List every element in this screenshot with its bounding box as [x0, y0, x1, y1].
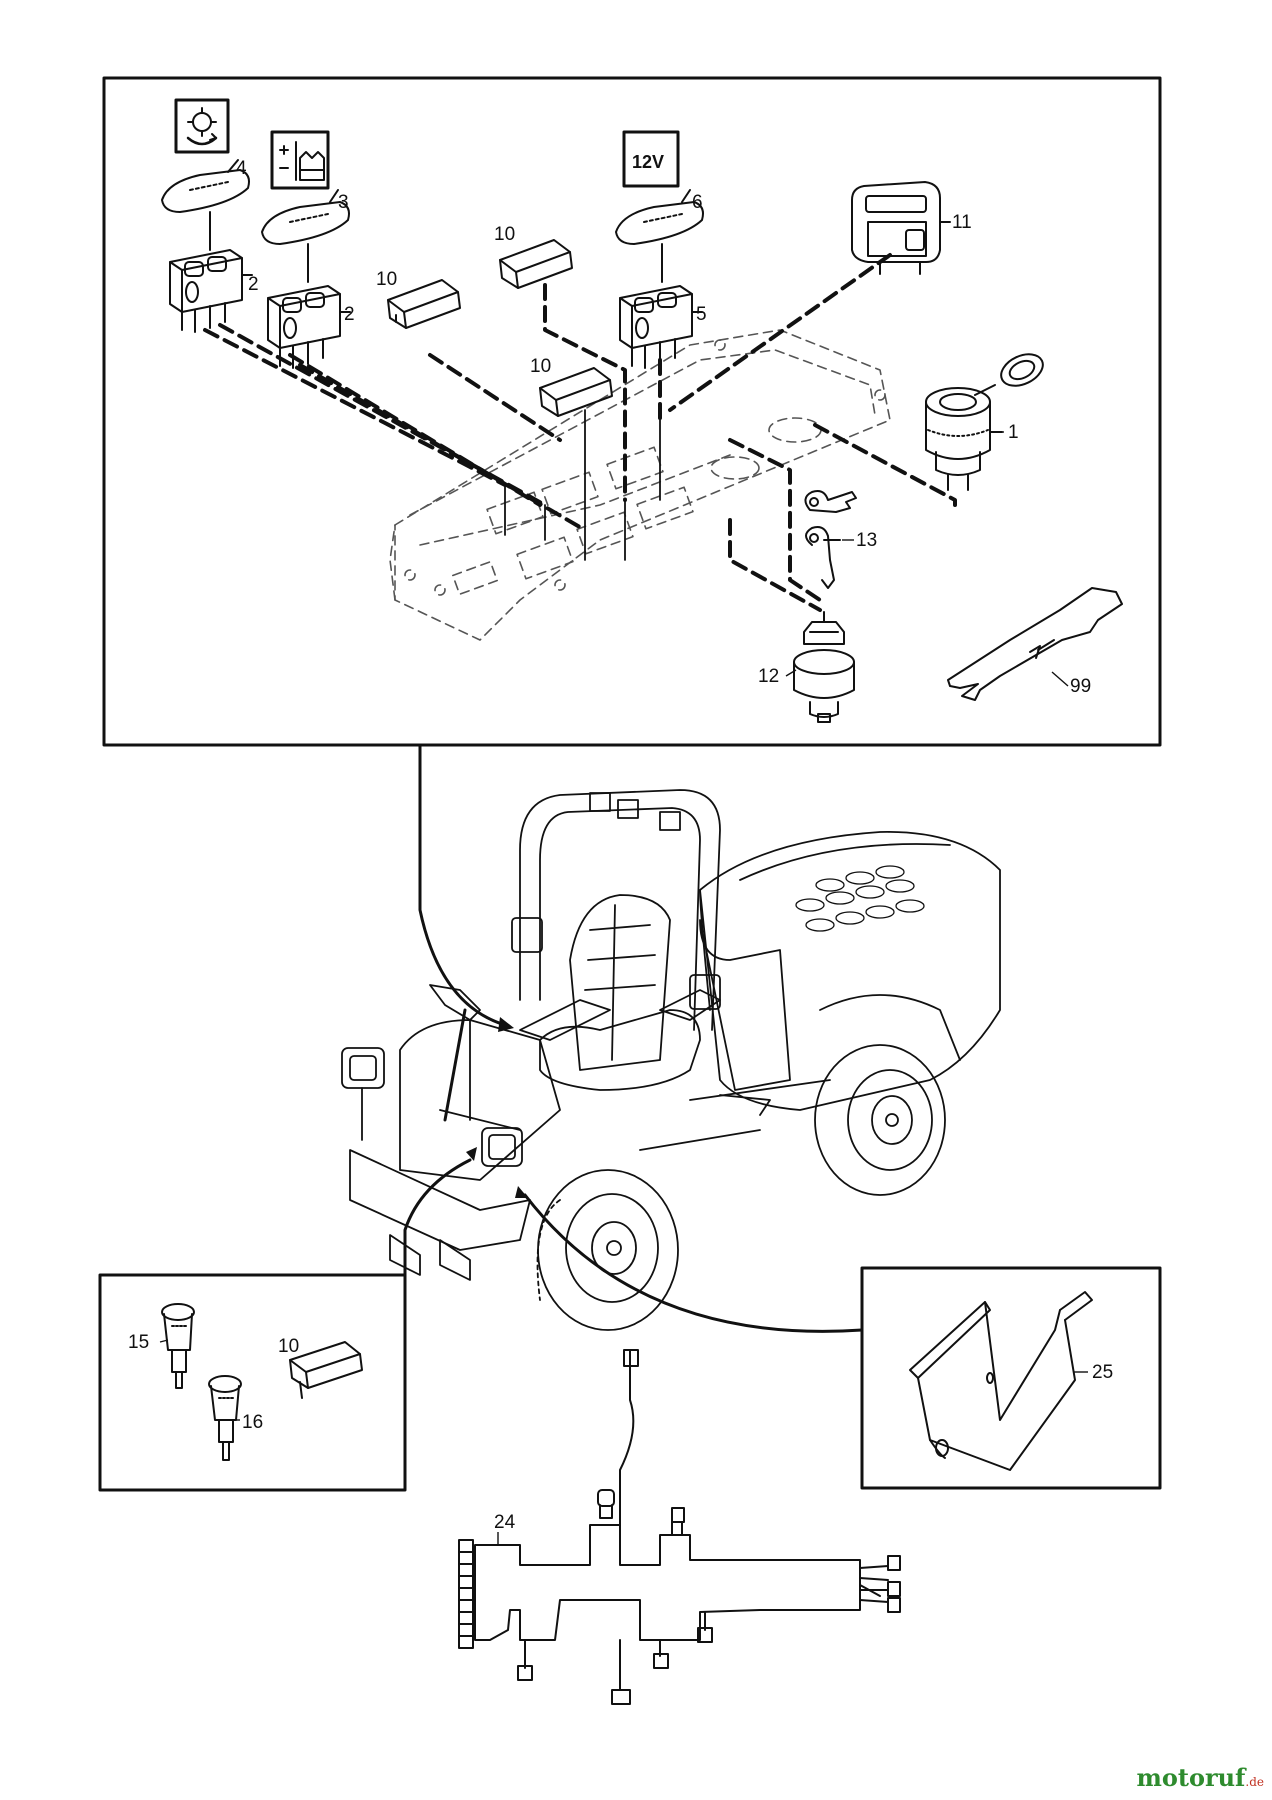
callout-10-b: 10 — [494, 224, 515, 245]
hydraulic-float-icon — [270, 130, 330, 190]
switch-connector-lines — [203, 253, 957, 612]
callout-12: 12 — [758, 666, 779, 687]
blanking-cover-part10-b — [499, 239, 573, 289]
indicator-lamps-detail-frame — [98, 1273, 407, 1492]
blanking-cover-part10-c — [539, 367, 613, 417]
callout-10-a: 10 — [376, 269, 397, 290]
part-number-labels: 12V 1 2 2 3 4 5 6 10 10 10 11 12 13 99 1… — [128, 152, 1113, 1533]
callout-25: 25 — [1092, 1362, 1113, 1383]
callout-2-right: 2 — [344, 304, 355, 325]
ride-on-tractor — [341, 789, 1001, 1331]
callout-2-left: 2 — [248, 274, 259, 295]
callout-5: 5 — [696, 304, 707, 325]
blanking-cover-part10-a — [387, 279, 461, 329]
callout-6: 6 — [692, 192, 703, 213]
callout-99: 99 — [1070, 676, 1091, 697]
indicator-lamp-part16 — [208, 1375, 242, 1461]
indicator-module-part11 — [851, 181, 951, 275]
callout-16: 16 — [242, 1412, 263, 1433]
ignition-switch-part12 — [793, 611, 855, 723]
icon-12v-text: 12V — [632, 152, 664, 172]
switch-body-part2-right — [267, 285, 351, 369]
wiring-harness-part24 — [458, 1349, 901, 1705]
12v-socket-icon — [622, 130, 680, 188]
blanking-cover-part10-d — [289, 1341, 363, 1399]
watermark-logo: motoruf.de — [1136, 1763, 1264, 1792]
release-tool-part99 — [947, 587, 1123, 701]
callout-15: 15 — [128, 1332, 149, 1353]
callout-11: 11 — [952, 212, 972, 233]
callout-leaders — [403, 743, 864, 1333]
dashboard-panel-outline — [389, 329, 891, 641]
switch-thin-lines — [504, 409, 661, 561]
callout-1: 1 — [1008, 422, 1019, 443]
power-socket-part1 — [925, 353, 1044, 491]
cover-plate-part25 — [909, 1291, 1093, 1471]
callout-13: 13 — [856, 530, 877, 551]
watermark-brand: motoruf — [1136, 1763, 1246, 1792]
label-ticks — [159, 431, 1088, 1545]
rocker-cap-part3 — [261, 189, 350, 283]
watermark-tld: .de — [1245, 1775, 1264, 1789]
rocker-cap-part4 — [161, 159, 250, 251]
callout-24: 24 — [494, 1512, 516, 1533]
switch-panel-detail-frame — [102, 76, 1162, 747]
callout-arrowheads — [466, 1017, 528, 1198]
callout-10-d: 10 — [278, 1336, 299, 1357]
callout-4: 4 — [236, 158, 247, 179]
switch-body-part2-left — [169, 249, 253, 333]
callout-3: 3 — [338, 192, 349, 213]
rocker-cap-part6 — [615, 189, 704, 283]
callout-10-c: 10 — [530, 356, 551, 377]
work-light-toggle-icon — [174, 98, 230, 154]
indicator-lamp-part15 — [161, 1303, 195, 1389]
shield-detail-frame — [860, 1266, 1162, 1490]
switch-body-part5 — [619, 285, 703, 369]
ignition-keys-part13 — [804, 490, 857, 589]
